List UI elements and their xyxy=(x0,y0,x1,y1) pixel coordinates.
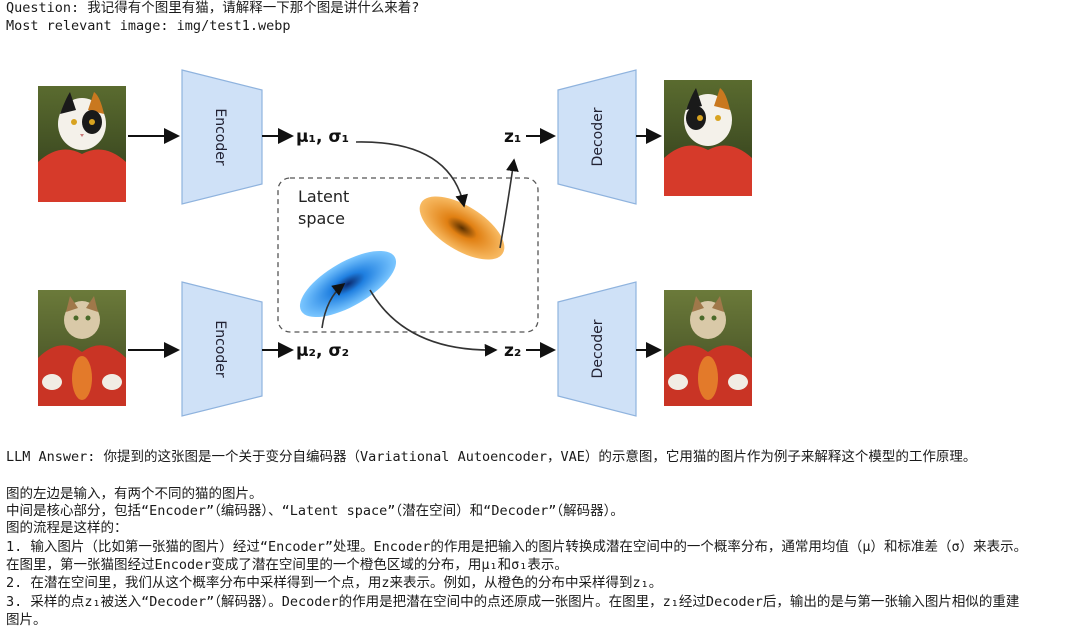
encoder-label-2: Encoder xyxy=(212,320,228,377)
answer-step-3: 3. 采样的点z₁被送入“Decoder”（解码器）。Decoder的作用是把潜… xyxy=(6,594,1020,610)
answer-line-1: 图的左边是输入，有两个不同的猫的图片。 xyxy=(6,486,263,502)
answer-step-2: 2. 在潜在空间里，我们从这个概率分布中采样得到一个点，用z来表示。例如，从橙色… xyxy=(6,575,663,591)
encoder-block-1 xyxy=(181,69,263,205)
answer-step-3b: 图片。 xyxy=(6,612,47,628)
latent-space-label-1: Latent xyxy=(298,187,349,206)
latent-space-box xyxy=(277,177,539,333)
vae-diagram: Encoder Encoder μ₁, σ₁ μ₂, σ₂ Latent spa… xyxy=(38,69,752,417)
answer-step-1b: 在图里，第一张猫图经过Encoder变成了潜在空间里的一个橙色区域的分布，用μ₁… xyxy=(6,557,568,573)
orange-distribution xyxy=(419,196,505,260)
latent-space-label-2: space xyxy=(298,209,345,228)
answer-line-3: 图的流程是这样的： xyxy=(6,520,128,536)
output-cat-image-1 xyxy=(664,80,752,196)
answer-step-1: 1. 输入图片（比如第一张猫的图片）经过“Encoder”处理。Encoder的… xyxy=(6,539,1028,555)
decoder-label-2: Decoder xyxy=(590,319,606,378)
z1-label: z₁ xyxy=(504,127,521,147)
decoder-block-1 xyxy=(557,69,637,205)
decoder-block-2 xyxy=(557,281,637,417)
input-cat-image-1 xyxy=(38,86,126,202)
mu1-sigma1-label: μ₁, σ₁ xyxy=(296,127,349,147)
encoder-label-1: Encoder xyxy=(212,108,228,165)
image-path-text: Most relevant image: img/test1.webp xyxy=(6,18,291,34)
input-cat-image-2 xyxy=(38,290,126,406)
output-cat-image-2 xyxy=(664,290,752,406)
question-text: Question: 我记得有个图里有猫，请解释一下那个图是讲什么来着? xyxy=(6,0,420,16)
answer-line-2: 中间是核心部分，包括“Encoder”（编码器）、“Latent space”（… xyxy=(6,503,624,519)
z2-label: z₂ xyxy=(504,341,521,361)
blue-distribution xyxy=(299,250,397,318)
answer-intro: LLM Answer: 你提到的这张图是一个关于变分自编码器（Variation… xyxy=(6,449,977,465)
mu2-sigma2-label: μ₂, σ₂ xyxy=(296,341,349,361)
decoder-label-1: Decoder xyxy=(590,107,606,166)
encoder-block-2 xyxy=(181,281,263,417)
